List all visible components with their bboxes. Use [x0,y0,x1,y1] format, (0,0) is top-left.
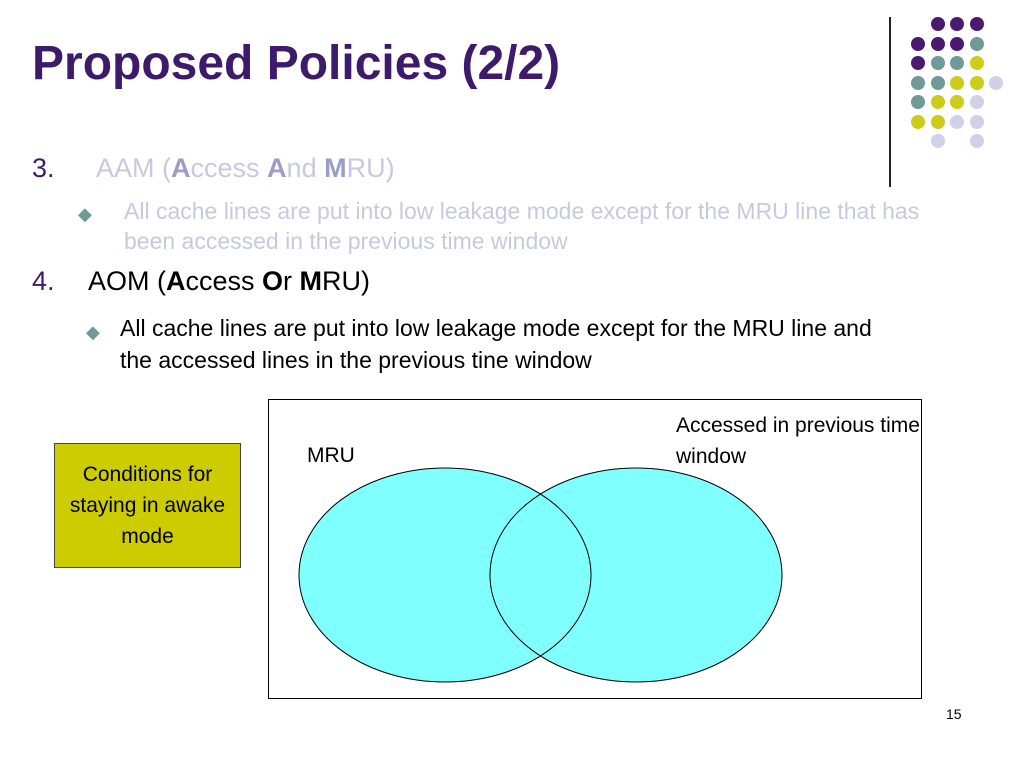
callout-text: Conditions for staying in awake mode [69,463,226,548]
item-text-part: AOM ( [88,266,166,296]
decorative-dot [950,17,964,31]
item-text-part: RU) [322,266,371,296]
decorative-dot [950,36,964,51]
decorative-dot [969,114,984,129]
venn-circle-accessed-outline [489,467,783,683]
policy-item-4: 4. AOM (Access Or MRU) [32,268,370,295]
conditions-callout-box: Conditions for staying in awake mode [54,443,241,568]
venn-diagram [298,467,783,683]
item-text-part: ccess [185,266,263,296]
acronym-letter: M [299,266,323,296]
decorative-dot [969,17,984,31]
decorative-dot [950,75,964,90]
acronym-letter: A [171,153,191,183]
decorative-dot [930,95,945,109]
venn-label-accessed: Accessed in previous time window [676,414,920,468]
bullet-text: All cache lines are put into low leakage… [124,198,920,254]
decorative-dot [969,36,984,51]
slide-title: Proposed Policies (2/2) [32,37,561,90]
acronym-letter: A [166,266,186,296]
decorative-dot [911,75,925,90]
venn-circle-mru-outline [298,467,592,683]
decorative-dot [969,75,984,90]
decorative-dot [911,95,925,109]
diamond-bullet-icon: ◆ [86,322,100,342]
policy-item-3: 3.AAM (Access And MRU) [32,155,395,182]
bullet-text: All cache lines are put into low leakage… [120,315,872,373]
item-text-part: nd [286,153,325,183]
item-text-part: RU) [346,153,395,183]
decorative-dot [930,36,945,51]
item-text-part: AAM ( [96,153,172,183]
decorative-dot [911,36,925,51]
decorative-dot [930,17,945,31]
venn-label-mru: MRU [307,444,355,467]
page-number: 15 [946,706,962,722]
diamond-bullet-icon: ◆ [78,204,92,224]
decorative-dot [969,56,984,70]
decorative-dot [950,56,964,70]
acronym-letter: A [267,153,287,183]
item-number: 4. [32,266,55,296]
decorative-dot [969,134,984,148]
decorative-dot [911,56,925,70]
acronym-letter: M [324,153,347,183]
item-number: 3. [32,153,55,183]
decorative-dot [911,114,925,129]
decorative-dot [989,75,1003,90]
decorative-dot [930,114,945,129]
acronym-letter: O [262,266,284,296]
item-text-part: r [283,266,300,296]
decorative-dot [930,56,945,70]
decorative-dot [969,95,984,109]
decorative-dot [930,75,945,90]
decorative-dot [950,95,964,109]
venn-circle-accessed-fill [490,468,782,682]
decorative-dot [950,114,964,129]
decorative-divider-line [889,17,891,187]
venn-diagram-frame [268,399,922,699]
item-text-part: ccess [190,153,268,183]
decorative-dot [930,134,945,148]
